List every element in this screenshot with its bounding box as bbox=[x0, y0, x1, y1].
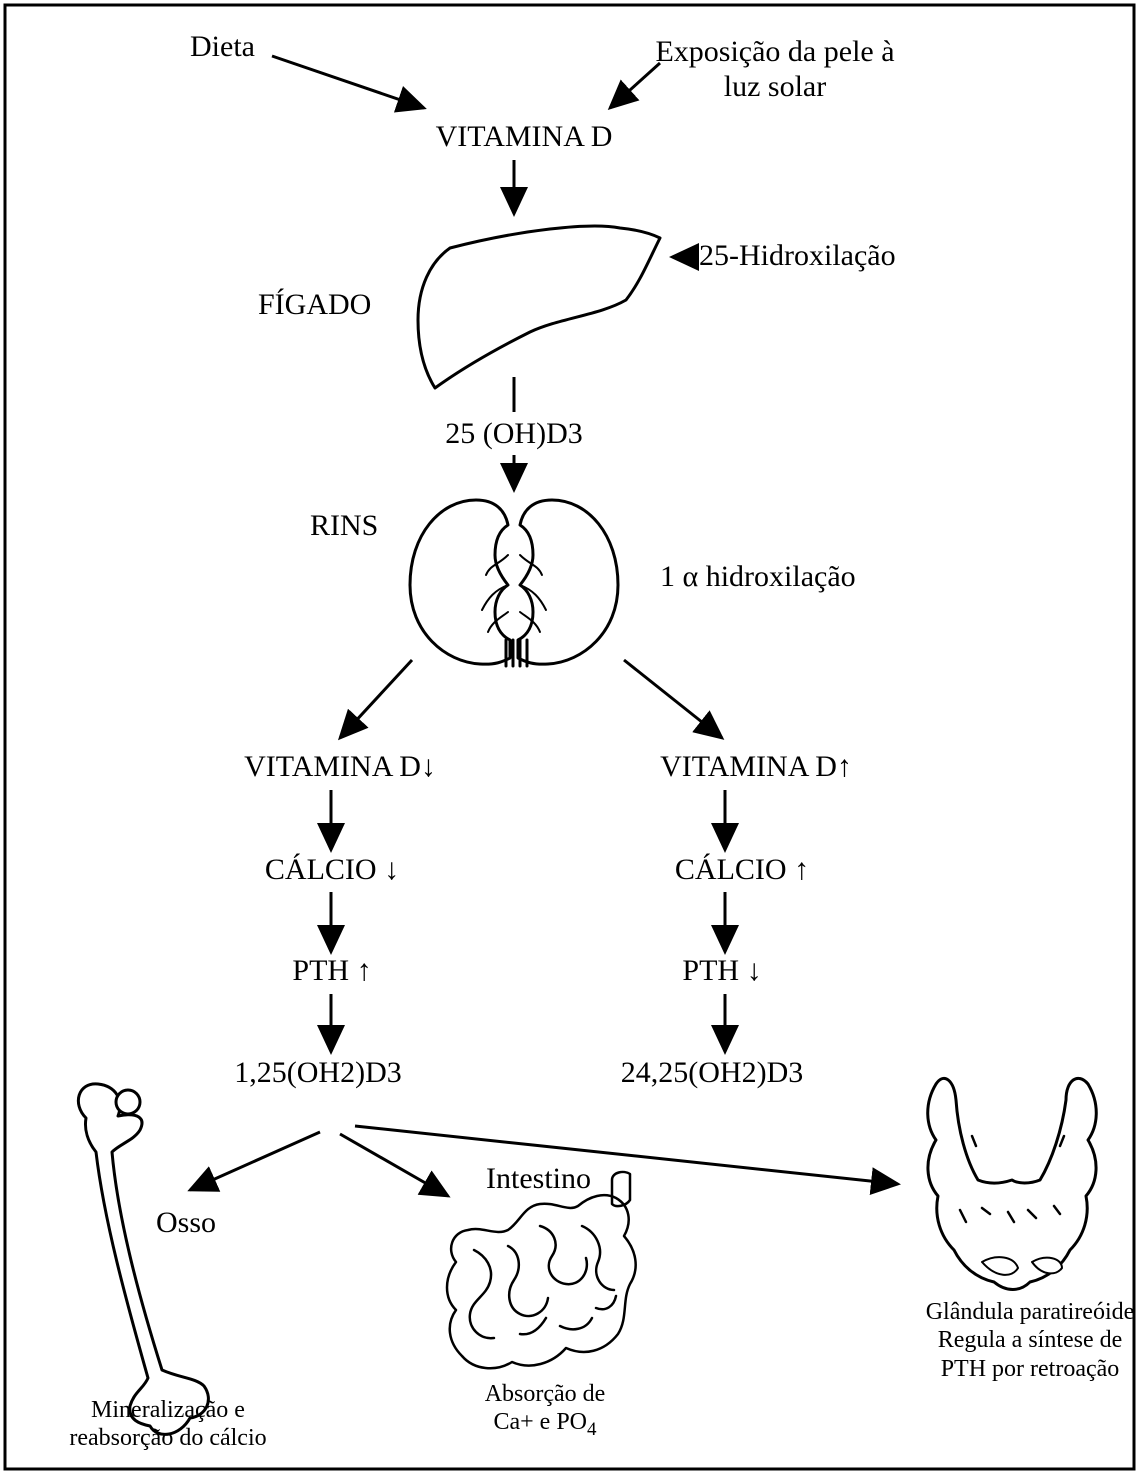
intestine-caption-subscript: 4 bbox=[587, 1419, 597, 1440]
intestine-caption: Absorção de Ca+ e PO4 bbox=[485, 1380, 606, 1442]
product-to-parathyroid-arrow bbox=[355, 1126, 898, 1184]
metabolite-25ohd3-label: 25 (OH)D3 bbox=[445, 419, 582, 449]
diet-label: Dieta bbox=[190, 32, 255, 62]
left-product-label: 1,25(OH2)D3 bbox=[234, 1058, 401, 1088]
right-calcium-label: CÁLCIO ↑ bbox=[675, 855, 809, 885]
bone-label: Osso bbox=[156, 1208, 216, 1238]
liver-icon bbox=[418, 226, 660, 388]
intestine-label: Intestino bbox=[486, 1164, 591, 1194]
parathyroid-caption-line2: Regula a síntese de bbox=[926, 1326, 1135, 1354]
sun-exposure-line2: luz solar bbox=[655, 69, 894, 104]
kidneys-icon bbox=[410, 500, 618, 666]
intestine-caption-line1: Absorção de bbox=[485, 1380, 606, 1408]
parathyroid-caption-line1: Glândula paratireóide bbox=[926, 1298, 1135, 1326]
left-calcium-label: CÁLCIO ↓ bbox=[265, 855, 399, 885]
left-pth-label: PTH ↑ bbox=[292, 956, 371, 986]
left-vitamin-d-label: VITAMINA D↓ bbox=[244, 752, 436, 782]
bone-caption: Mineralização e reabsorção do cálcio bbox=[69, 1396, 266, 1453]
parathyroid-caption-line3: PTH por retroação bbox=[926, 1355, 1135, 1383]
right-vitamin-d-label: VITAMINA D↑ bbox=[660, 752, 852, 782]
kidneys-to-right-branch-arrow bbox=[624, 660, 722, 738]
product-to-intestine-arrow bbox=[340, 1134, 448, 1196]
bone-caption-line2: reabsorção do cálcio bbox=[69, 1424, 266, 1452]
liver-label: FÍGADO bbox=[258, 290, 371, 320]
vitamin-d-label: VITAMINA D bbox=[436, 122, 613, 152]
intestine-icon bbox=[447, 1172, 636, 1368]
parathyroid-caption: Glândula paratireóide Regula a síntese d… bbox=[926, 1298, 1135, 1383]
kidneys-to-left-branch-arrow bbox=[340, 660, 412, 738]
sun-exposure-line1: Exposição da pele à bbox=[655, 34, 894, 69]
bone-caption-line1: Mineralização e bbox=[69, 1396, 266, 1424]
product-to-bone-arrow bbox=[190, 1132, 320, 1190]
right-product-label: 24,25(OH2)D3 bbox=[621, 1058, 803, 1088]
hydroxylation-25-label: 25-Hidroxilação bbox=[699, 241, 896, 271]
femur-bone-icon bbox=[78, 1084, 208, 1435]
kidneys-label: RINS bbox=[310, 511, 378, 541]
intestine-caption-line2-text: Ca+ e PO bbox=[493, 1409, 587, 1435]
parathyroid-gland-icon bbox=[928, 1078, 1097, 1289]
sun-exposure-label: Exposição da pele à luz solar bbox=[655, 34, 894, 105]
intestine-caption-line2: Ca+ e PO4 bbox=[485, 1408, 606, 1441]
sun-to-vitamin-arrow bbox=[610, 63, 660, 108]
hydroxylation-1a-label: 1 α hidroxilação bbox=[660, 562, 856, 592]
right-pth-label: PTH ↓ bbox=[682, 956, 761, 986]
diet-to-vitamin-arrow bbox=[272, 56, 424, 108]
